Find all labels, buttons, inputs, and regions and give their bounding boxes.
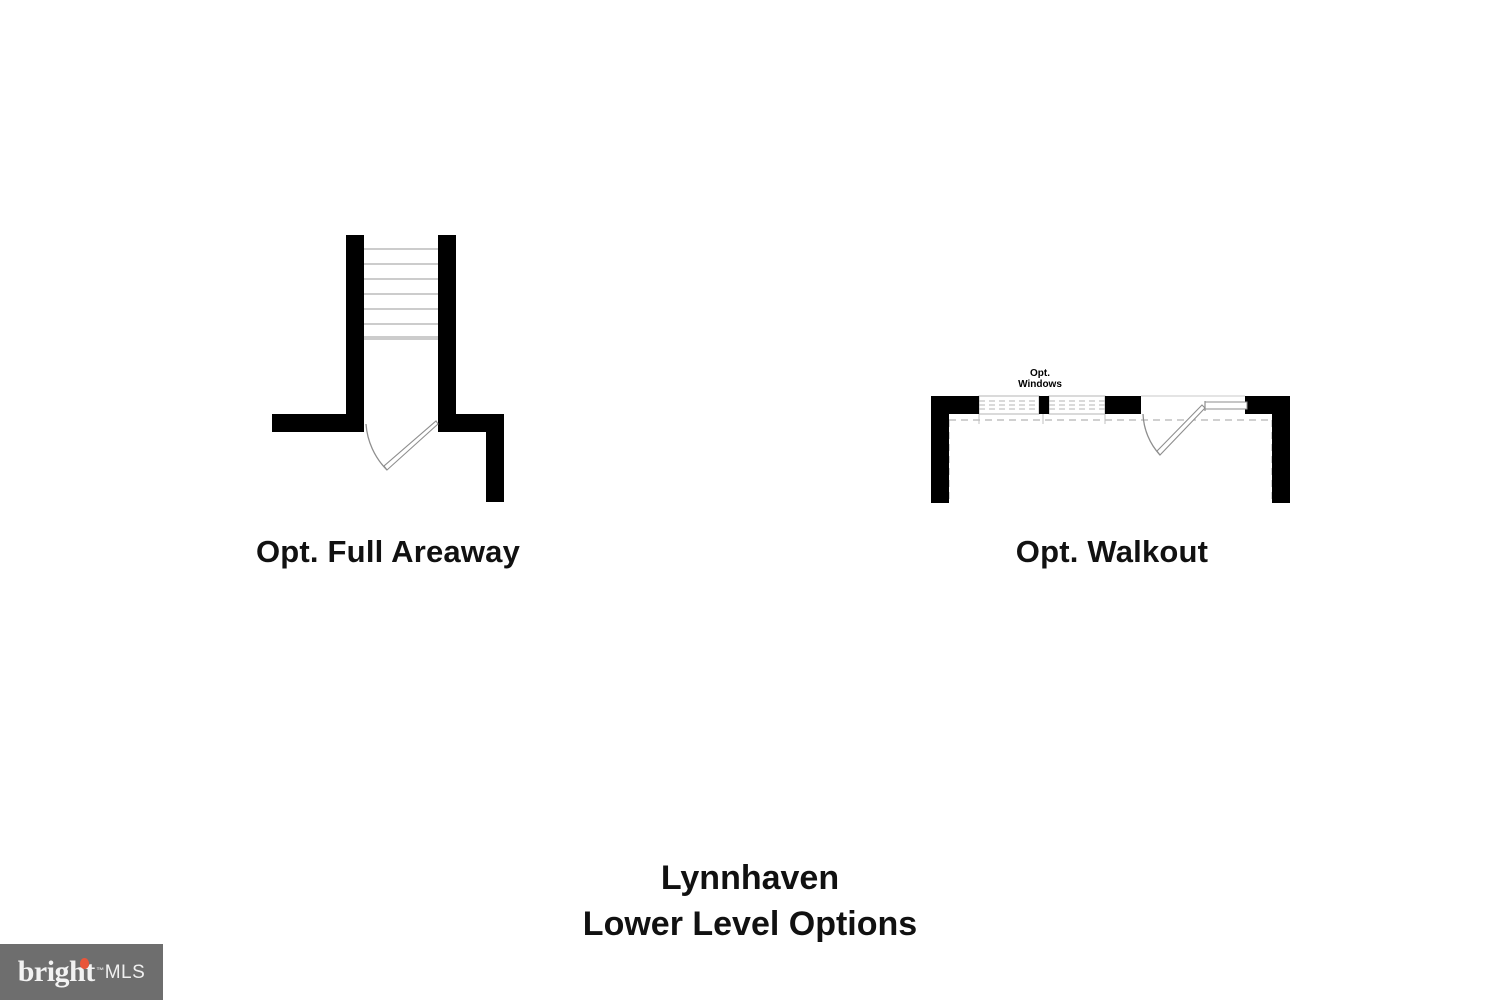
walkout-swing-door	[1142, 401, 1248, 456]
opt-windows-note-line1: Opt.	[1030, 368, 1050, 379]
plan-title-line1: Lynnhaven	[660, 859, 840, 897]
walkout-wall-left	[931, 396, 949, 503]
diagram-opt-full-areaway	[272, 235, 504, 502]
bright-mls-watermark: bright ™ MLS	[0, 944, 163, 1000]
walkout-interior-dashed	[948, 419, 1273, 503]
caption-opt-full-areaway: Opt. Full Areaway	[255, 534, 521, 569]
door-leaf	[383, 420, 439, 471]
walkout-wall-right	[1272, 396, 1290, 503]
areaway-wall-right	[438, 235, 456, 421]
plan-title: Lynnhaven Lower Level Options	[0, 855, 1500, 947]
window-jamb-ticks	[978, 414, 1106, 424]
caption-opt-walkout: Opt. Walkout	[1015, 534, 1209, 569]
watermark-mls-label: MLS	[104, 961, 146, 983]
door-swing-arc	[365, 423, 388, 471]
foundation-wall-left	[272, 414, 364, 432]
door-panel-open	[1204, 401, 1248, 410]
plan-title-line2: Lower Level Options	[582, 905, 918, 943]
watermark-trademark-symbol: ™	[96, 966, 104, 975]
stair-treads	[364, 248, 438, 340]
walkout-wall-top-pier	[1105, 396, 1141, 414]
areaway-swing-door	[365, 420, 439, 471]
opt-window-band-left	[978, 395, 1040, 415]
door-leaf	[1156, 404, 1206, 456]
window-mullion	[1039, 396, 1049, 414]
opt-windows-note-line2: Windows	[1018, 379, 1062, 390]
areaway-wall-left	[346, 235, 364, 421]
watermark-accent-dot-icon	[79, 958, 89, 969]
opt-window-band-right	[1048, 395, 1106, 415]
watermark-brand-text: bright ™	[18, 957, 104, 987]
foundation-wall-return	[486, 414, 504, 502]
opt-windows-note: Opt. Windows	[1005, 368, 1075, 390]
diagram-opt-walkout	[931, 395, 1290, 503]
